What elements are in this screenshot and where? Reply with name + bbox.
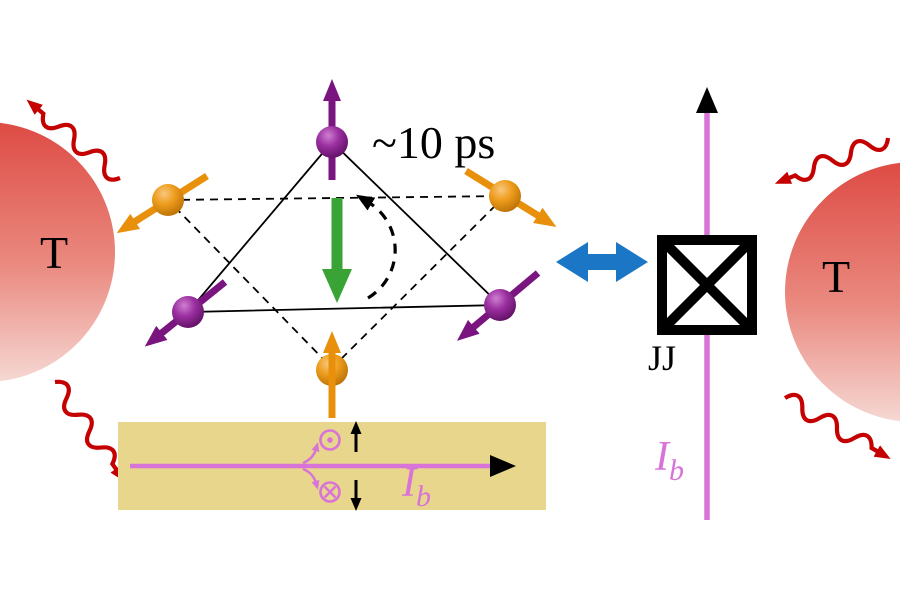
junction-label: JJ (648, 338, 676, 378)
field-loop-down-icon (302, 467, 320, 490)
photon-arrow-bottom-left-icon (54, 379, 125, 482)
flux-out-icon (319, 429, 341, 451)
timescale-label: ~10 ps (372, 117, 495, 168)
bias-current-b: b (416, 480, 431, 513)
junction-current-b: b (669, 454, 684, 487)
spin-sphere-orange-right (489, 180, 521, 212)
junction-current-I: I (654, 434, 671, 480)
spin-triangle-solid (186, 140, 503, 313)
josephson-junction-group: JJ Ib (648, 87, 757, 520)
spin-lattice: ~10 ps (116, 79, 557, 418)
right-thermal-bath: T (785, 162, 900, 422)
spin-sphere-purple-bottom-left (172, 296, 204, 328)
substrate-strip: Ib (118, 421, 546, 513)
bath-label-left: T (40, 227, 68, 278)
left-thermal-bath: T (0, 122, 115, 382)
spin-sphere-purple-bottom-right (484, 289, 516, 321)
field-loop-up-icon (302, 442, 320, 465)
flux-in-icon (319, 481, 341, 503)
left-bath-shape (0, 122, 115, 382)
bias-current-I: I (401, 460, 418, 506)
spin-sphere-purple-top (316, 126, 348, 158)
photon-arrow-top-left-icon (26, 99, 121, 182)
photon-arrow-bottom-right-icon (783, 392, 891, 459)
right-bath-shape (785, 162, 900, 422)
equivalence-arrow-icon (556, 242, 648, 282)
bias-current-label-left: Ib (401, 460, 431, 513)
spin-sphere-orange-left (152, 184, 184, 216)
photon-arrow-top-right-icon (774, 137, 891, 184)
junction-box-icon (657, 235, 757, 335)
spin-flip-dashed-arrow-icon (356, 194, 397, 300)
bath-label-right: T (822, 251, 850, 302)
bias-current-label-right: Ib (654, 434, 684, 487)
